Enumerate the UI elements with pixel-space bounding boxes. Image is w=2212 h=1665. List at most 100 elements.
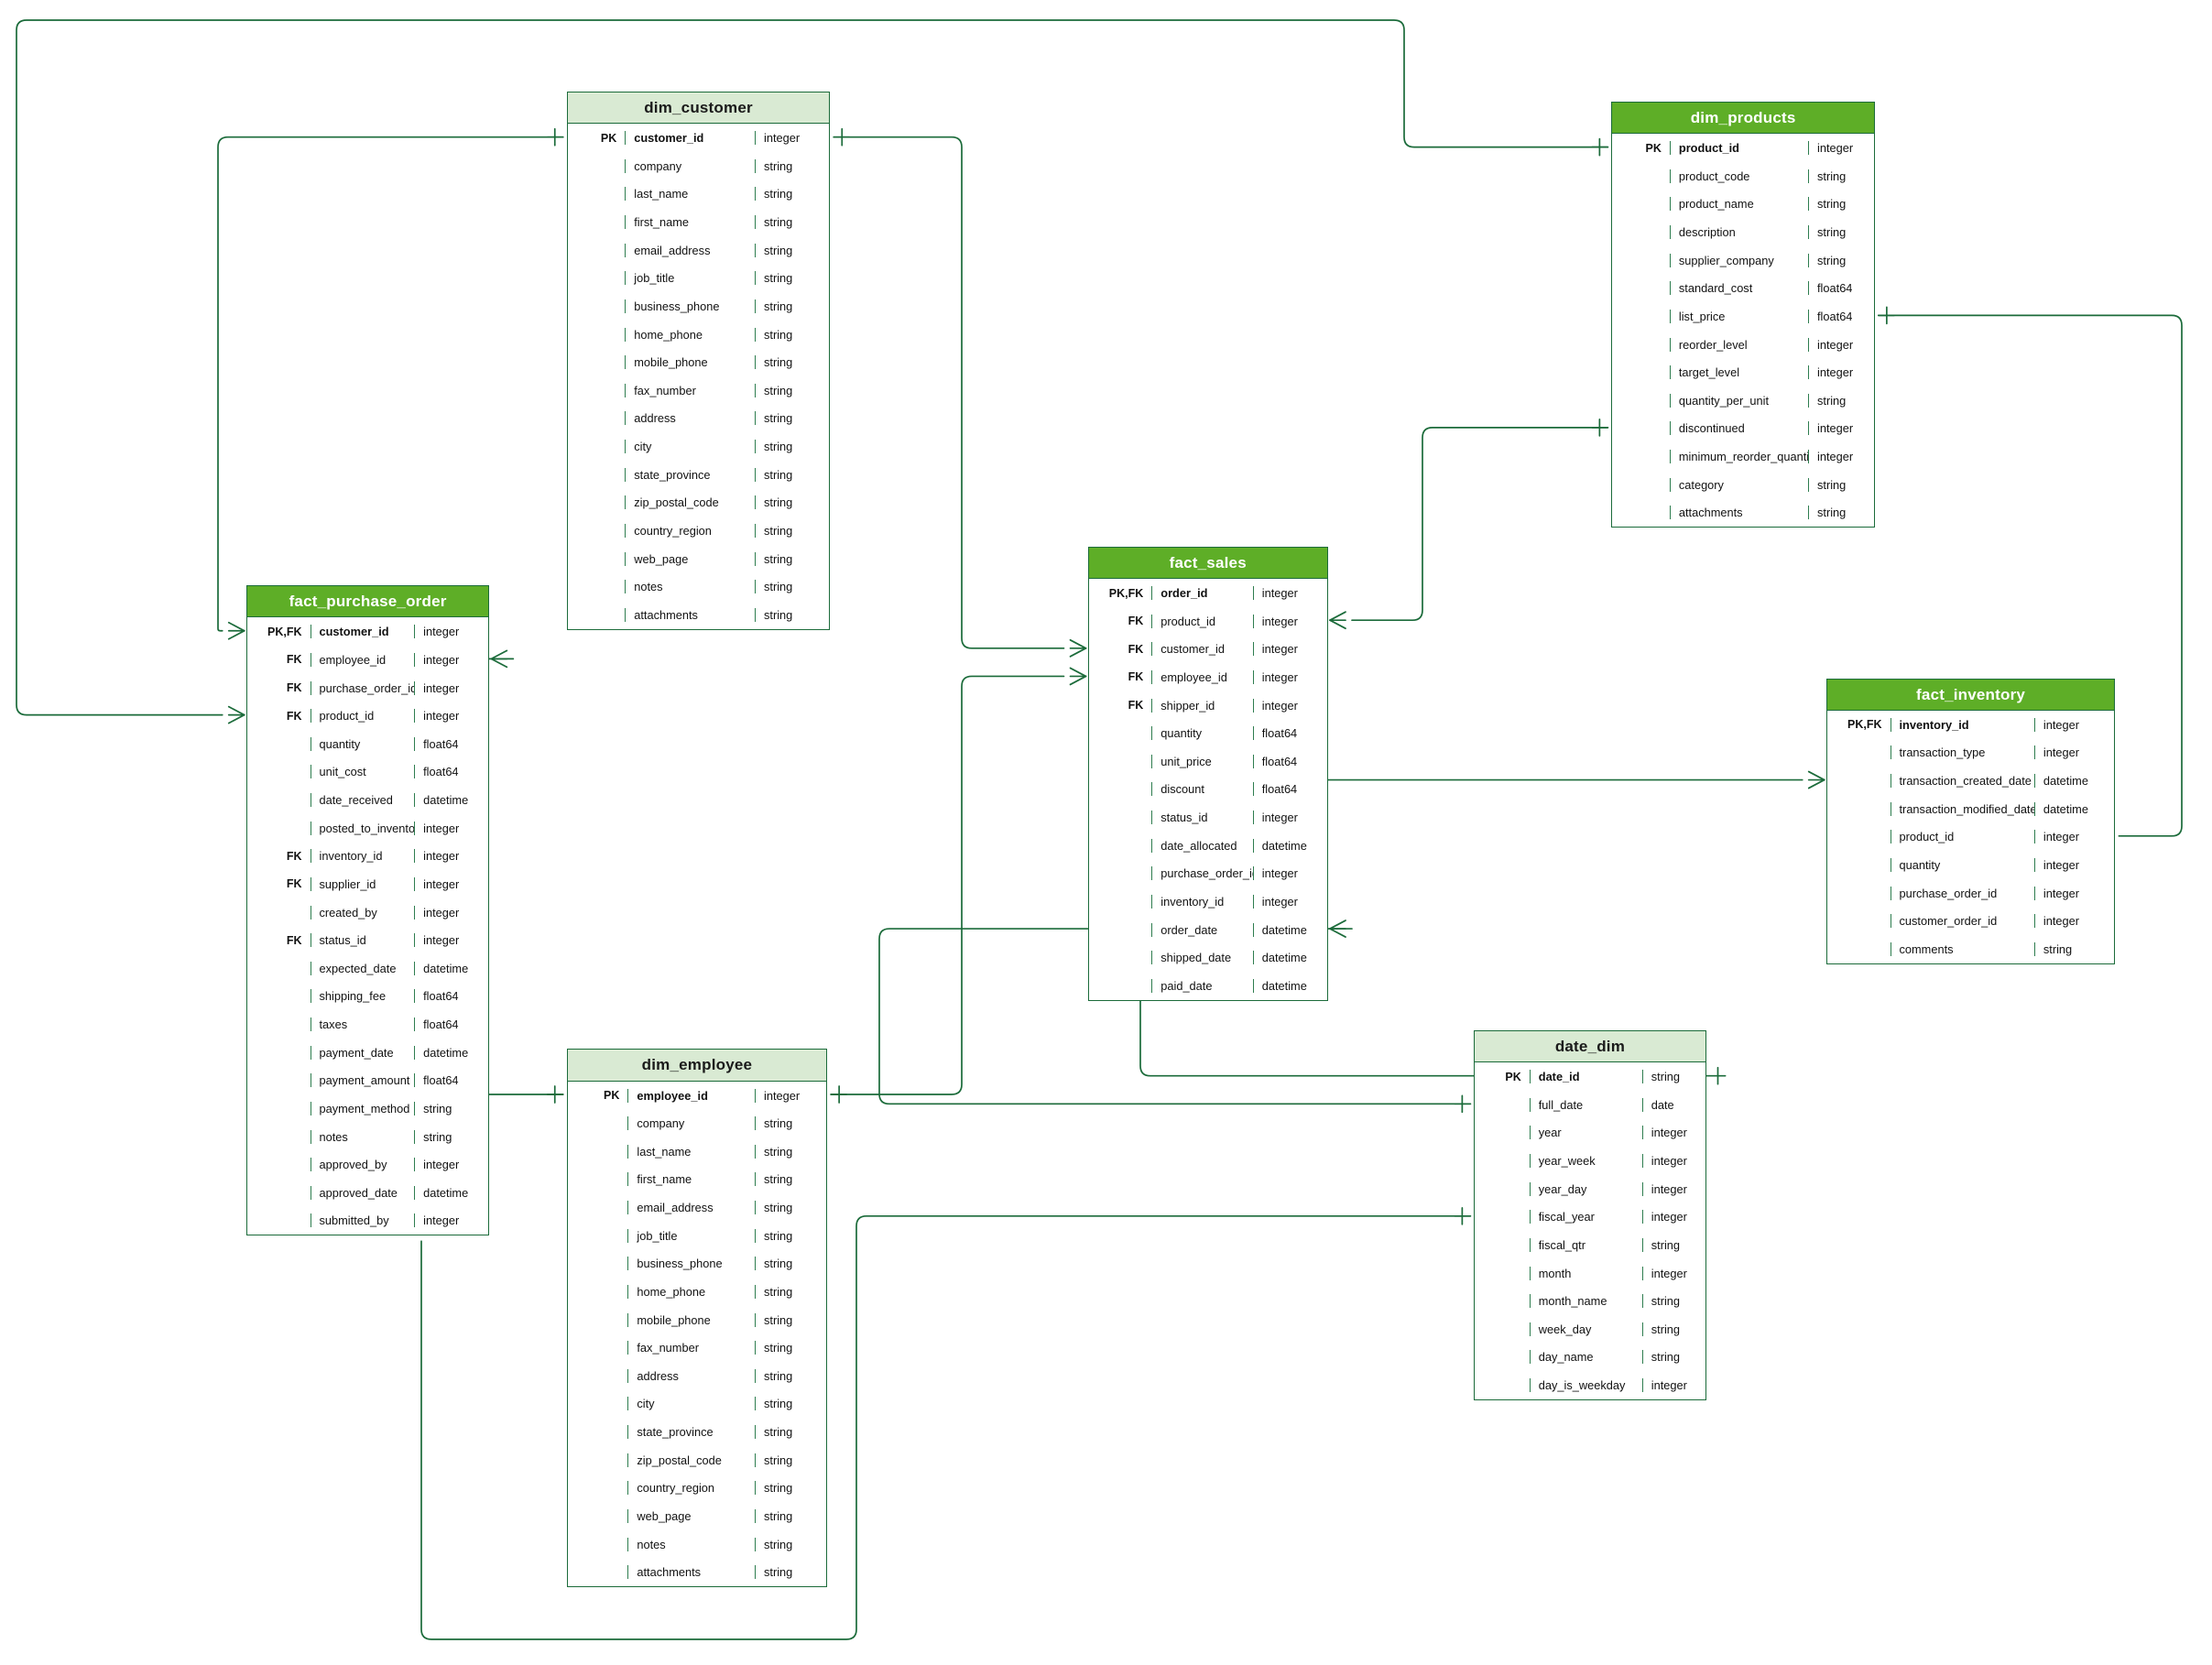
entity-column-row[interactable]: posted_to_inventoryinteger xyxy=(247,814,489,843)
